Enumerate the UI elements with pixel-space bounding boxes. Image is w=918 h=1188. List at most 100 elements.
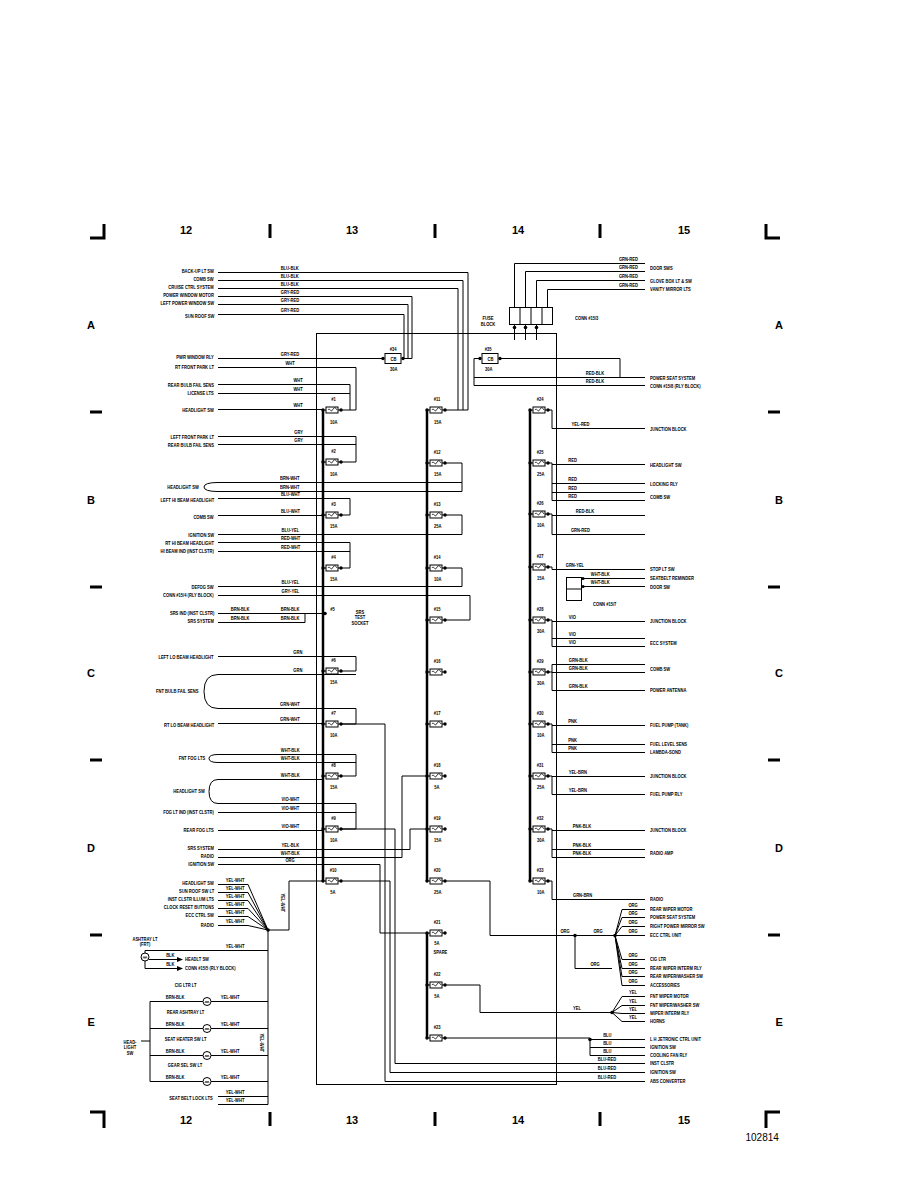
component-label: LEFT LO BEAM HEADLIGHT <box>158 654 213 660</box>
component-label: L H JETRONIC CTRL UNIT <box>650 1036 701 1042</box>
fuse-label: #6 <box>331 657 336 663</box>
component-label: FNT FOG LTS <box>179 755 205 761</box>
fuse-label: #10 <box>330 867 337 873</box>
wire-color: GRN-WHT <box>280 701 300 707</box>
bulb-symbol <box>203 1025 211 1033</box>
fuse-symbol <box>425 826 446 832</box>
wire-color: GRN-RED <box>618 256 637 262</box>
fuse-label: #31 <box>537 762 544 768</box>
component-label: RADIO <box>201 922 214 928</box>
wire-color: GRN-RED <box>570 527 589 533</box>
wire-color: GRY <box>294 437 303 443</box>
grid-reference: A <box>87 319 95 331</box>
component-label: SUN ROOF SW <box>185 313 214 319</box>
fuse-symbol <box>321 878 342 884</box>
wire-color: YEL-WHT <box>221 1021 240 1027</box>
junction-dot <box>381 357 384 360</box>
wire-color: WHT <box>285 360 294 366</box>
wire-color: YEL-WHT <box>226 893 245 899</box>
grid-reference: 13 <box>346 1114 358 1126</box>
fuse-label: 10A <box>329 471 336 477</box>
fuse-symbol <box>321 459 342 465</box>
wire-color: PNK <box>568 745 577 751</box>
wire-color: GRN-BRN <box>572 892 591 898</box>
component-label: LICENSE LTS <box>188 390 214 396</box>
wire-color: ORG <box>628 969 637 975</box>
component-label: PWR WINDOW RLY <box>176 354 214 360</box>
component-label: IGNITION SW <box>650 1044 676 1050</box>
wire-color: WHT-BLK <box>280 850 299 856</box>
fuse-label: #21 <box>434 919 441 925</box>
fuse-label: #23 <box>434 1024 441 1030</box>
component-label: HEADLIGHT SW <box>173 788 205 794</box>
wire-color: YEL <box>629 989 637 995</box>
component-label: COOLING FAN RLY <box>650 1052 687 1058</box>
fuse-label: 30A <box>389 366 396 372</box>
wire-color: GRN-WHT <box>280 716 300 722</box>
wire-color: YEL-BLK <box>281 842 299 848</box>
wire-color: GRN-RED <box>618 264 637 270</box>
wire-color: YEL-WHT <box>226 901 245 907</box>
component-label: RT FRONT PARK LT <box>175 364 214 370</box>
junction-dot <box>573 934 577 938</box>
fuse-symbol <box>528 564 549 570</box>
border-marks <box>90 224 780 1128</box>
fuse-label: #20 <box>434 867 441 873</box>
wire-color: BRN-BLK <box>281 606 300 612</box>
component-label: COMB SW <box>650 494 670 500</box>
component-label: FNT WIPER MOTOR <box>650 993 689 999</box>
component-label: HEADLIGHT SW <box>650 462 682 468</box>
wire-color: GRY-YEL <box>281 588 299 594</box>
component-label: FUEL PUMP RLY <box>650 791 682 797</box>
fuse-symbol <box>528 773 549 779</box>
component-label: COMB SW <box>193 276 213 282</box>
bulb-symbol <box>203 998 211 1006</box>
component-label: HEADLT SW <box>185 956 209 962</box>
fuse-label: #18 <box>434 762 441 768</box>
fuse-label: #28 <box>537 606 544 612</box>
component-label: GLOVE BOX LT & SW <box>650 278 692 284</box>
circuit-breaker <box>385 354 498 364</box>
fuse-label: 30A <box>536 837 543 843</box>
component-label: LOCKING RLY <box>650 481 678 487</box>
fuse-symbol <box>425 512 446 518</box>
wire-color: WHT <box>293 402 302 408</box>
fuse-label: #8 <box>331 762 336 768</box>
component-label: CIG LTR <box>650 956 666 962</box>
circuit-breaker <box>385 354 401 364</box>
wire-color: RED-BLK <box>586 378 604 384</box>
wire-color: WHT-BLK <box>590 579 609 585</box>
fuse-label: 5A <box>434 940 439 946</box>
component-label: HEAD- LIGHT SW <box>122 1039 138 1056</box>
component-label: JUNCTION BLOCK <box>650 827 687 833</box>
wire-color: RED <box>568 457 577 463</box>
fuse-symbol <box>321 407 549 1041</box>
fuse-label: 30A <box>536 680 543 686</box>
grid-reference: B <box>87 494 95 506</box>
fuse-label: 15A <box>329 679 336 685</box>
fuse-symbol <box>425 721 446 727</box>
wire-color: ORG <box>628 978 637 984</box>
fuse-symbol <box>528 826 549 832</box>
component-label: RT HI BEAM HEADLIGHT <box>165 540 214 546</box>
wire-color: BLU-BLK <box>281 281 299 287</box>
wire-color: ORG <box>628 961 637 967</box>
component-label: REAR WIPER MOTOR <box>650 906 692 912</box>
component-label: IGNITION SW <box>188 861 214 867</box>
component-label: HEADLIGHT SW <box>182 880 214 886</box>
component-label: IGNITION SW <box>188 532 214 538</box>
wire-color: GRY-RED <box>281 297 299 303</box>
fuse-label: #34 <box>390 346 397 352</box>
fuse-label: #14 <box>434 554 441 560</box>
junction-dot <box>266 928 270 932</box>
grid-reference: B <box>775 494 783 506</box>
wire-color: GRY-RED <box>281 307 299 313</box>
component-label: REAR BULB FAIL SENS <box>168 382 214 388</box>
wire-color: RED <box>568 493 577 499</box>
component-label: SEAT HEATER SW LT <box>164 1036 206 1042</box>
component-label: ASHTRAY LT (FRT) <box>129 936 161 947</box>
wire-color: ORG <box>285 857 294 863</box>
wire-color: VIO-WHT <box>281 823 299 829</box>
wire-color: BRN-BLK <box>166 1021 185 1027</box>
component-label: LEFT HI BEAM HEADLIGHT <box>161 497 215 503</box>
